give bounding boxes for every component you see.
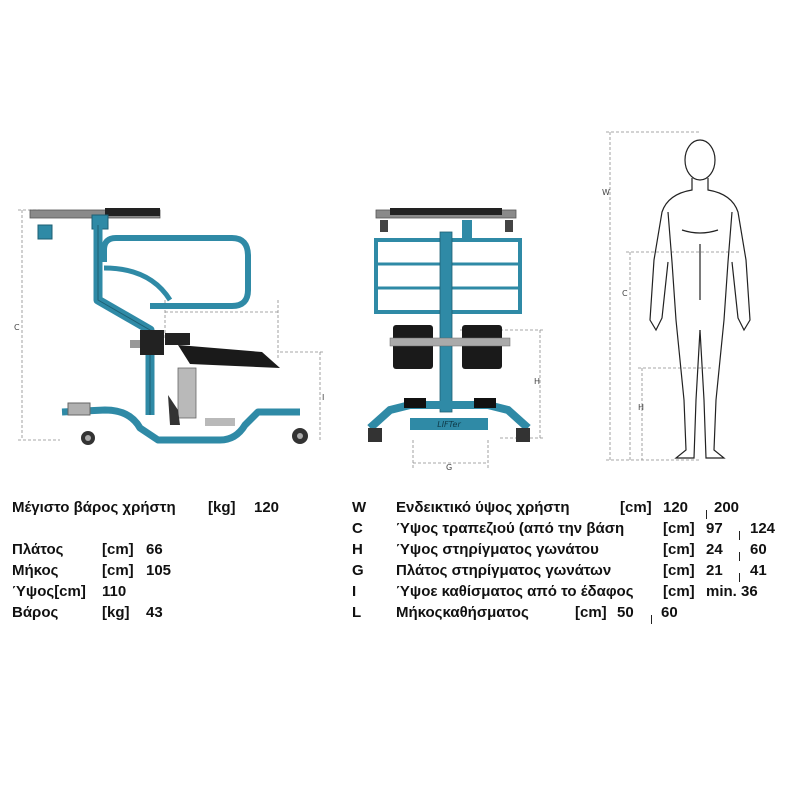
spec-length-value: 105 <box>146 562 172 579</box>
spec-i-unit: [cm] <box>663 583 695 600</box>
spec-max-weight-unit: [kg] <box>208 499 236 516</box>
spec-g-min: 21 <box>706 562 723 579</box>
spec-w-min: 120 <box>663 499 689 516</box>
spec-g-max: 41 <box>750 562 767 579</box>
dim-label-h-front: H <box>534 377 540 386</box>
range-separator <box>739 531 740 540</box>
spec-c-unit: [cm] <box>663 520 695 537</box>
spec-height-label: Ύψος[cm] <box>12 582 86 602</box>
spec-weight-value: 43 <box>146 604 163 621</box>
spec-l-unit: [cm] <box>575 604 607 621</box>
spec-w-label: Ενδεικτικό ύψος χρήστη <box>396 499 570 516</box>
technical-drawing: C L I H G W C H <box>14 131 751 472</box>
range-separator <box>739 552 740 561</box>
spec-max-weight-label: Μέγιστο βάρος χρήστη <box>12 499 176 516</box>
spec-c-letter: C <box>352 520 363 537</box>
spec-width-value: 66 <box>146 541 163 558</box>
spec-w-unit: [cm] <box>620 499 652 516</box>
range-separator <box>651 615 652 624</box>
dim-label-c-side: C <box>14 323 20 332</box>
dim-label-h-human: H <box>638 403 644 412</box>
spec-h-max: 60 <box>750 541 767 558</box>
dim-label-c-human: C <box>622 289 628 298</box>
spec-c-min: 97 <box>706 520 723 537</box>
spec-g-unit: [cm] <box>663 562 695 579</box>
spec-i-min: min. 36 <box>706 583 758 600</box>
range-separator <box>739 573 740 582</box>
spec-length-label: Μήκος <box>12 562 59 579</box>
spec-w-max: 200 <box>714 499 740 516</box>
brand-label: LIFTer <box>437 420 461 429</box>
dim-label-g: G <box>446 463 452 472</box>
dim-label-i: I <box>322 393 324 402</box>
front-view: LIFTer <box>367 208 531 442</box>
spec-l-min: 50 <box>617 604 634 621</box>
range-separator <box>706 510 707 519</box>
spec-c-max: 124 <box>750 520 776 537</box>
spec-h-letter: H <box>352 541 363 558</box>
spec-w-letter: W <box>352 499 367 516</box>
spec-weight-label: Βάρος <box>12 604 59 621</box>
spec-g-letter: G <box>352 562 364 579</box>
spec-h-unit: [cm] <box>663 541 695 558</box>
spec-height-value: 110 <box>102 583 127 600</box>
spec-height-label-text: Ύψος <box>12 583 55 600</box>
side-view <box>29 208 308 445</box>
spec-l-letter: L <box>352 604 362 621</box>
spec-width-label: Πλάτος <box>12 541 64 558</box>
spec-max-weight-value: 120 <box>254 499 280 516</box>
spec-h-min: 24 <box>706 541 723 558</box>
human-figure <box>649 139 751 459</box>
spec-width-unit: [cm] <box>102 541 134 558</box>
spec-height-unit: [cm] <box>54 583 86 600</box>
spec-c-label: Ύψος τραπεζιού (από την βάση <box>396 520 625 537</box>
spec-length-unit: [cm] <box>102 562 134 579</box>
spec-i-label: Ύψοε καθίσματος από το έδαφος <box>396 583 634 600</box>
dimension-guides <box>18 131 740 468</box>
spec-h-label: Ύψος στηρίγματος γωνάτου <box>396 541 599 558</box>
spec-weight-unit: [kg] <box>102 604 130 621</box>
spec-g-label: Πλάτος στηρίγματος γωνάτων <box>396 562 612 579</box>
dim-label-w: W <box>602 188 610 197</box>
spec-l-max: 60 <box>661 604 678 621</box>
spec-l-label: Μήκοςκαθήσματος <box>396 604 529 621</box>
spec-i-letter: I <box>352 583 357 600</box>
